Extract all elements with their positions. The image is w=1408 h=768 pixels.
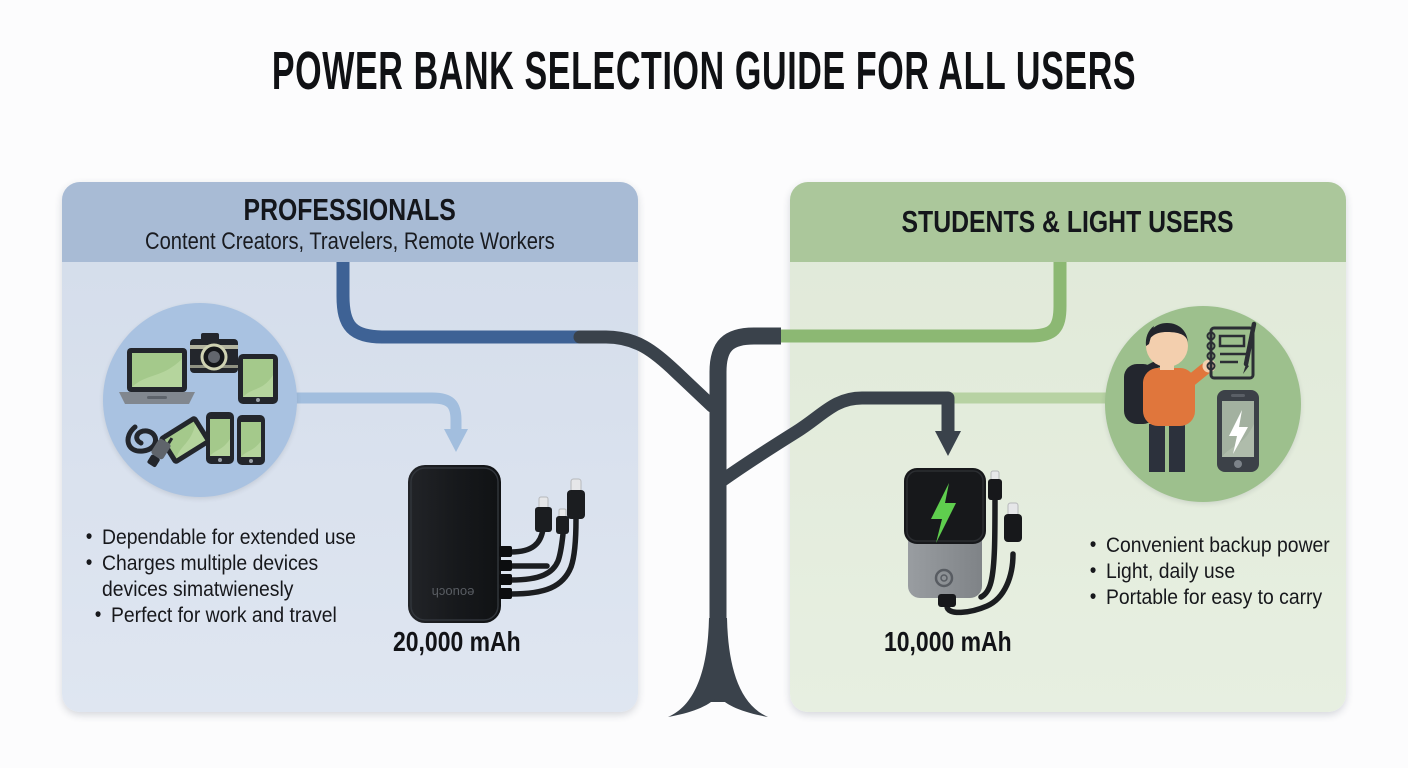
usb-connector-icon <box>535 496 552 532</box>
power-bank-body <box>408 465 501 623</box>
usb-c-connector-icon <box>1004 502 1022 542</box>
bullet-item: Convenient backup power <box>1088 532 1358 558</box>
micro-usb-connector-icon <box>556 508 569 534</box>
students-header: STUDENTS & LIGHT USERS <box>790 182 1346 262</box>
bullet-item: Perfect for work and travel <box>93 602 408 628</box>
devices-circle <box>103 303 297 497</box>
power-bank-20000: eouoch <box>408 465 585 623</box>
camera-icon <box>190 333 238 373</box>
pen-icon <box>1243 321 1257 374</box>
bullet-item: Light, daily use <box>1088 558 1358 584</box>
professionals-header: PROFESSIONALS Content Creators, Traveler… <box>62 182 638 262</box>
bullet-item: Portable for easy to carry <box>1088 584 1358 610</box>
page-title-text: POWER BANK SELECTION GUIDE FOR ALL USERS <box>271 41 1137 101</box>
lightning-bolt-icon <box>1229 410 1248 454</box>
student-pictogram <box>1124 321 1259 472</box>
powerbank-brand-text: eouoch <box>432 585 475 600</box>
power-bank-10000 <box>904 468 1022 616</box>
student-circle <box>1105 306 1301 502</box>
smartphone-icon <box>206 412 234 464</box>
tablet-icon <box>238 354 278 404</box>
student-icon <box>1143 323 1216 472</box>
output-port <box>938 594 956 607</box>
power-button-icon <box>934 568 954 588</box>
devices-pictogram <box>119 333 278 468</box>
usb-connector-icon <box>988 470 1002 500</box>
smartphone-charging-icon <box>1217 390 1259 472</box>
capacity-label-left: 20,000 mAh <box>393 626 521 657</box>
students-title: STUDENTS & LIGHT USERS <box>901 204 1235 239</box>
cables <box>944 495 1016 616</box>
professionals-subtitle: Content Creators, Travelers, Remote Work… <box>145 228 555 255</box>
page-title: POWER BANK SELECTION GUIDE FOR ALL USERS <box>0 40 1408 102</box>
tree-trunk-base <box>668 618 768 717</box>
professionals-title: PROFESSIONALS <box>243 192 457 227</box>
charging-cable-icon <box>125 424 174 468</box>
laptop-icon <box>119 348 195 404</box>
capacity-label-right: 10,000 mAh <box>884 626 1012 657</box>
tilted-tablet-icon <box>159 416 211 464</box>
bullet-item: Dependable for extended use <box>84 524 408 550</box>
tree-trunk <box>709 327 781 702</box>
students-bullet-list: Convenient backup power Light, daily use… <box>1088 532 1358 610</box>
usb-c-connector-icon <box>567 478 585 519</box>
professionals-bullet-list: Dependable for extended use Charges mult… <box>84 524 408 628</box>
smartphone-icon <box>237 415 265 465</box>
output-ports <box>499 546 512 599</box>
lightning-bolt-icon <box>931 483 956 543</box>
power-bank-edge <box>410 467 499 621</box>
notebook-icon <box>1206 326 1255 380</box>
bullet-item: Charges multiple devices devices simatwi… <box>84 550 408 602</box>
